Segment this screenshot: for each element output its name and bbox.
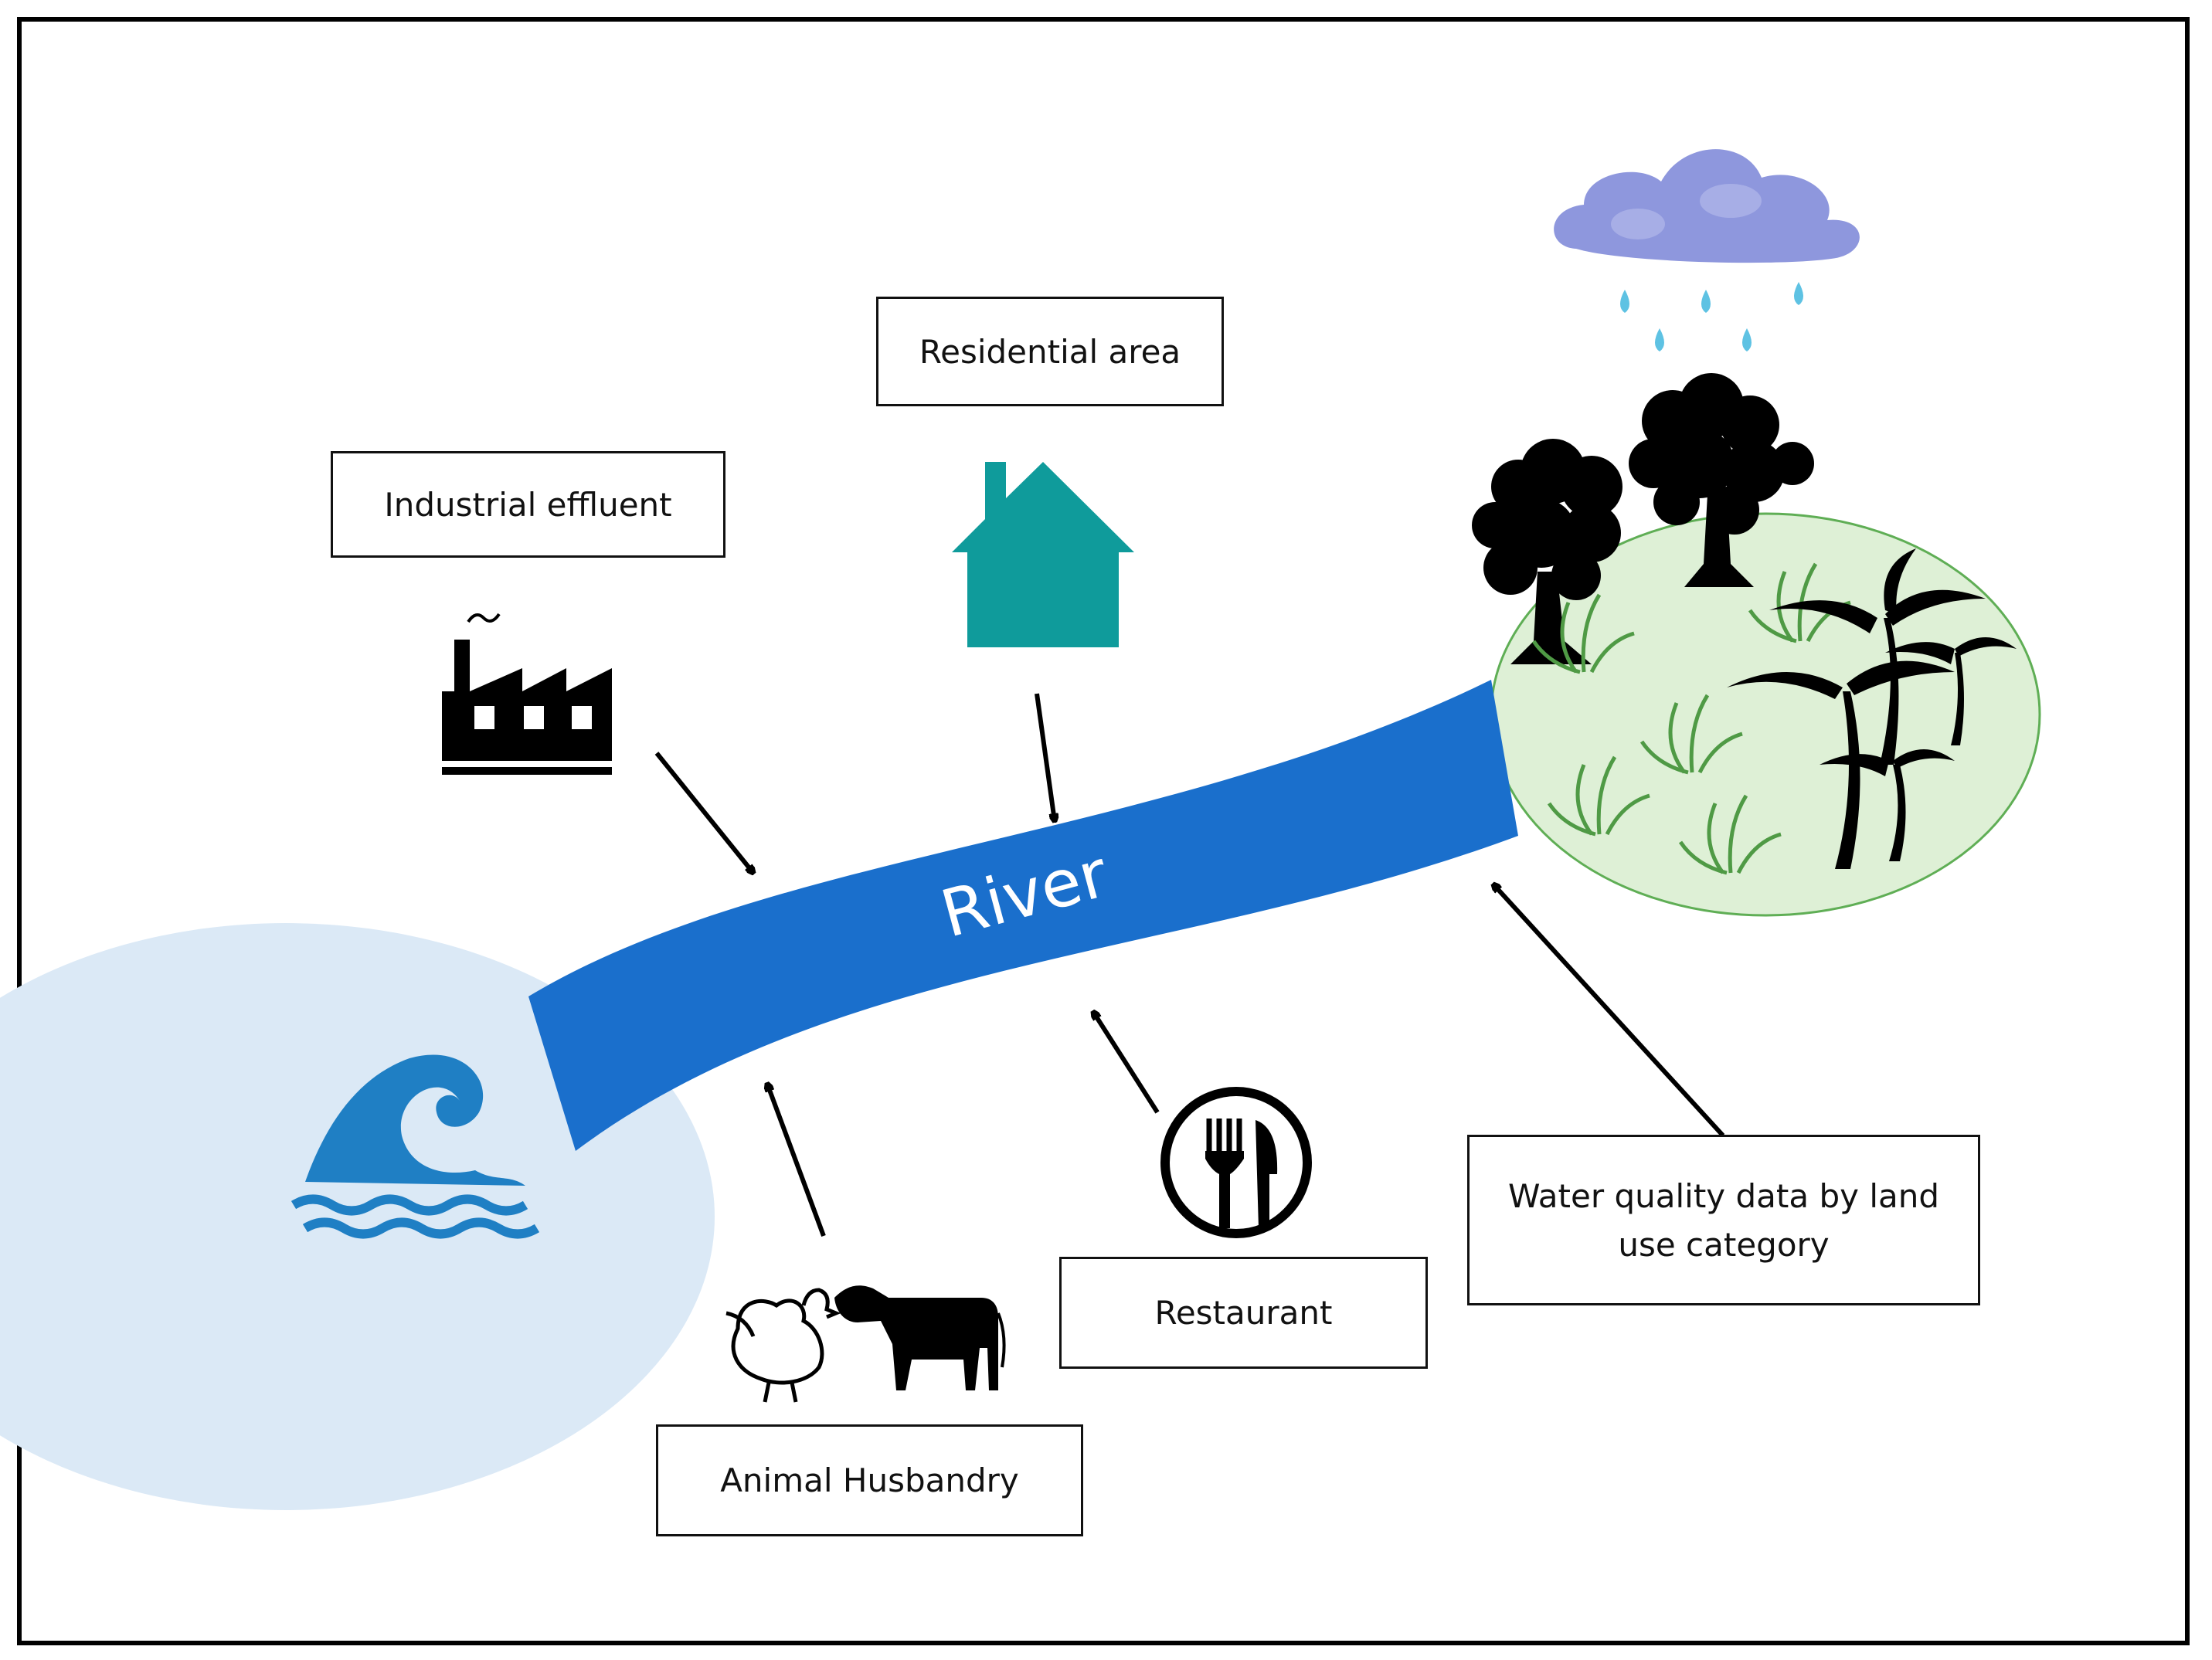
chicken-icon [725,1288,841,1403]
animal-husbandry-label: Animal Husbandry [656,1424,1083,1536]
arrow-restaurant [1093,1012,1160,1114]
water-quality-label: Water quality data by land use category [1467,1135,1980,1305]
house-icon [952,462,1134,647]
palm-tree-icon [1727,548,2017,869]
fork-knife-icon [1160,1087,1312,1238]
raindrop-icon [1620,282,1803,351]
tree-icon [1472,373,1814,664]
sea-area [0,923,715,1510]
arrow-water-quality [1493,884,1725,1138]
cow-icon [834,1285,1006,1390]
restaurant-label: Restaurant [1059,1257,1428,1369]
arrow-residential [1035,693,1055,821]
arrow-industrial [654,752,753,873]
river [528,680,1518,1151]
cloud-icon [1554,149,1860,263]
residential-area-label: Residential area [876,297,1224,406]
factory-icon [442,613,612,775]
arrow-animal [767,1084,826,1237]
industrial-effluent-label: Industrial effluent [331,451,725,558]
wave-icon [291,1054,540,1239]
